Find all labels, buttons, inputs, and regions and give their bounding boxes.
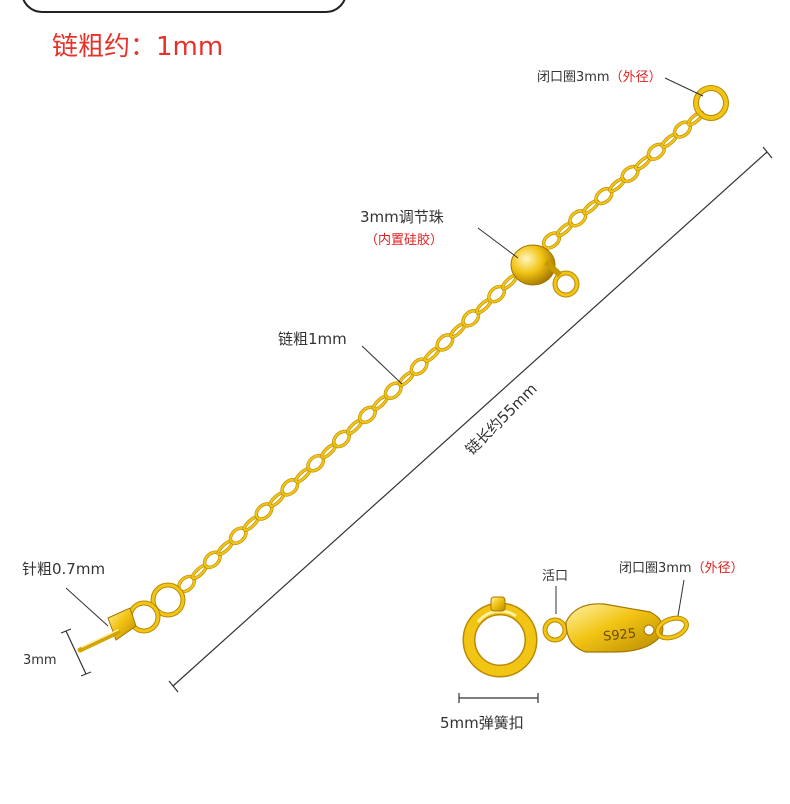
clasp-dimension	[458, 693, 539, 703]
clasp-ring-label: 闭口圈3mm（外径）	[619, 562, 744, 575]
length-dimension-line	[172, 151, 768, 687]
length-dimension-tick-start	[168, 680, 179, 693]
length-dimension	[168, 146, 773, 693]
leader-bead	[477, 227, 519, 259]
pin-length-dimension	[60, 628, 92, 677]
chain-gauge-value: 1mm	[156, 32, 224, 62]
pin-needle-shine	[81, 629, 119, 648]
leader-top-ring	[664, 77, 704, 97]
pin-length-tick-start	[60, 628, 72, 634]
pin-thickness-label: 针粗0.7mm	[22, 560, 106, 578]
clasp-jump-ring-shine	[543, 618, 567, 642]
chain-gauge-label: 链粗约：	[52, 32, 157, 62]
clasp-trigger	[490, 596, 506, 612]
leader-pin-thickness	[65, 587, 109, 627]
bead-label: 3mm调节珠	[360, 208, 444, 226]
end-ring-1-shine	[151, 583, 185, 617]
pin-length-label: 3mm	[23, 653, 57, 668]
length-dimension-tick-end	[762, 146, 773, 159]
pin-needle	[77, 629, 121, 653]
bead-loop-shine	[553, 271, 579, 297]
title-pill-frame	[22, 0, 346, 13]
tag-stamp-text: S925	[602, 626, 636, 644]
chain-gauge-heading: 链粗约：1mm	[52, 26, 223, 63]
spring-ring-clasp	[462, 596, 568, 678]
clasp-size-label: 5mm弹簧扣	[440, 714, 524, 732]
tag-plate	[565, 603, 664, 653]
open-ring-label: 活口	[542, 569, 569, 584]
top-ring-name: 闭口圈3mm	[537, 70, 610, 85]
pin-length-line	[65, 630, 87, 675]
clasp-ring-face	[464, 604, 536, 676]
adjusting-bead	[510, 244, 556, 286]
tag-hole	[643, 624, 655, 636]
chain-thickness-label: 链粗1mm	[278, 330, 347, 348]
tag-closed-ring-shine	[656, 616, 688, 640]
bead-note: （内置硅胶）	[365, 233, 444, 248]
s925-tag: S925	[565, 603, 689, 653]
top-ring-label: 闭口圈3mm（外径）	[537, 71, 662, 84]
top-closed-ring-shine	[694, 86, 728, 120]
clasp-ring-name: 闭口圈3mm	[619, 561, 692, 576]
chain	[177, 110, 705, 594]
pin-length-tick-end	[80, 671, 92, 677]
bead-neck	[543, 259, 563, 278]
leader-chain-thickness	[361, 345, 403, 385]
leader-lines	[65, 77, 704, 627]
top-ring-note: （外径）	[609, 70, 662, 85]
leader-clasp-ring	[677, 579, 685, 617]
clasp-ring-note: （外径）	[691, 561, 744, 576]
